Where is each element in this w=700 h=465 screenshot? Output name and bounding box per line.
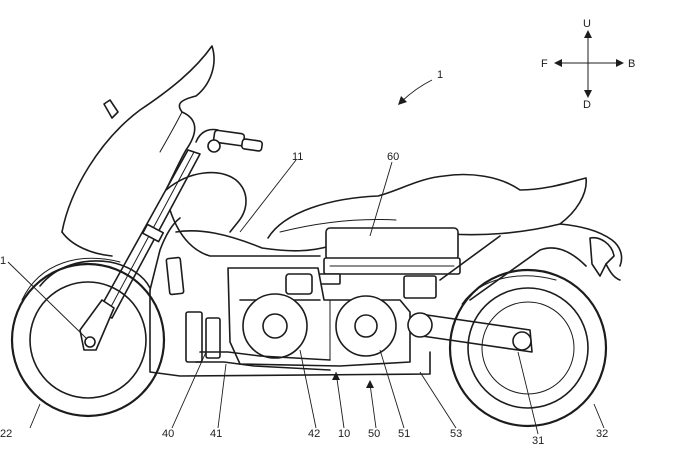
swing-arm (407, 312, 533, 353)
reference-numeral: 1 (437, 69, 443, 81)
pulley-front (242, 293, 308, 359)
label-box: 60 (387, 151, 399, 163)
label-body-frame: 11 (292, 151, 303, 163)
reference-arrow: 1 (398, 69, 443, 105)
direction-back-label: B (628, 58, 635, 70)
part-labels: 1 22 60 11 40 41 42 10 50 51 53 31 32 (0, 151, 608, 447)
leader-lines (7, 159, 605, 435)
label-part-51: 51 (398, 428, 410, 440)
label-part-41: 41 (210, 428, 222, 440)
rear-wheel (448, 268, 608, 428)
front-fork (79, 149, 201, 351)
direction-up-label: U (583, 18, 591, 30)
mirror (103, 99, 119, 119)
label-part-40: 40 (162, 428, 174, 440)
rear-tail (559, 223, 623, 281)
body-frame (149, 171, 431, 377)
label-part-42: 42 (308, 428, 320, 440)
front-wheel (10, 257, 166, 418)
label-rear-wheel: 32 (596, 428, 608, 440)
direction-indicator: U F B D (541, 18, 635, 111)
direction-down-label: D (583, 99, 591, 111)
box (317, 227, 461, 299)
label-part-50: 50 (368, 428, 380, 440)
label-rear-axle: 31 (532, 435, 544, 447)
handlebar (195, 128, 264, 153)
label-steering: 1 (0, 255, 6, 267)
rear-frame (439, 235, 587, 301)
seat (267, 173, 587, 239)
lower-pipe (195, 351, 331, 371)
label-part-53: 53 (450, 428, 462, 440)
label-part-10: 10 (338, 428, 350, 440)
pulley-rear (335, 295, 397, 357)
windshield (61, 45, 215, 257)
label-front-wheel: 22 (0, 428, 12, 440)
front-fender (39, 260, 151, 289)
direction-front-label: F (541, 58, 548, 70)
